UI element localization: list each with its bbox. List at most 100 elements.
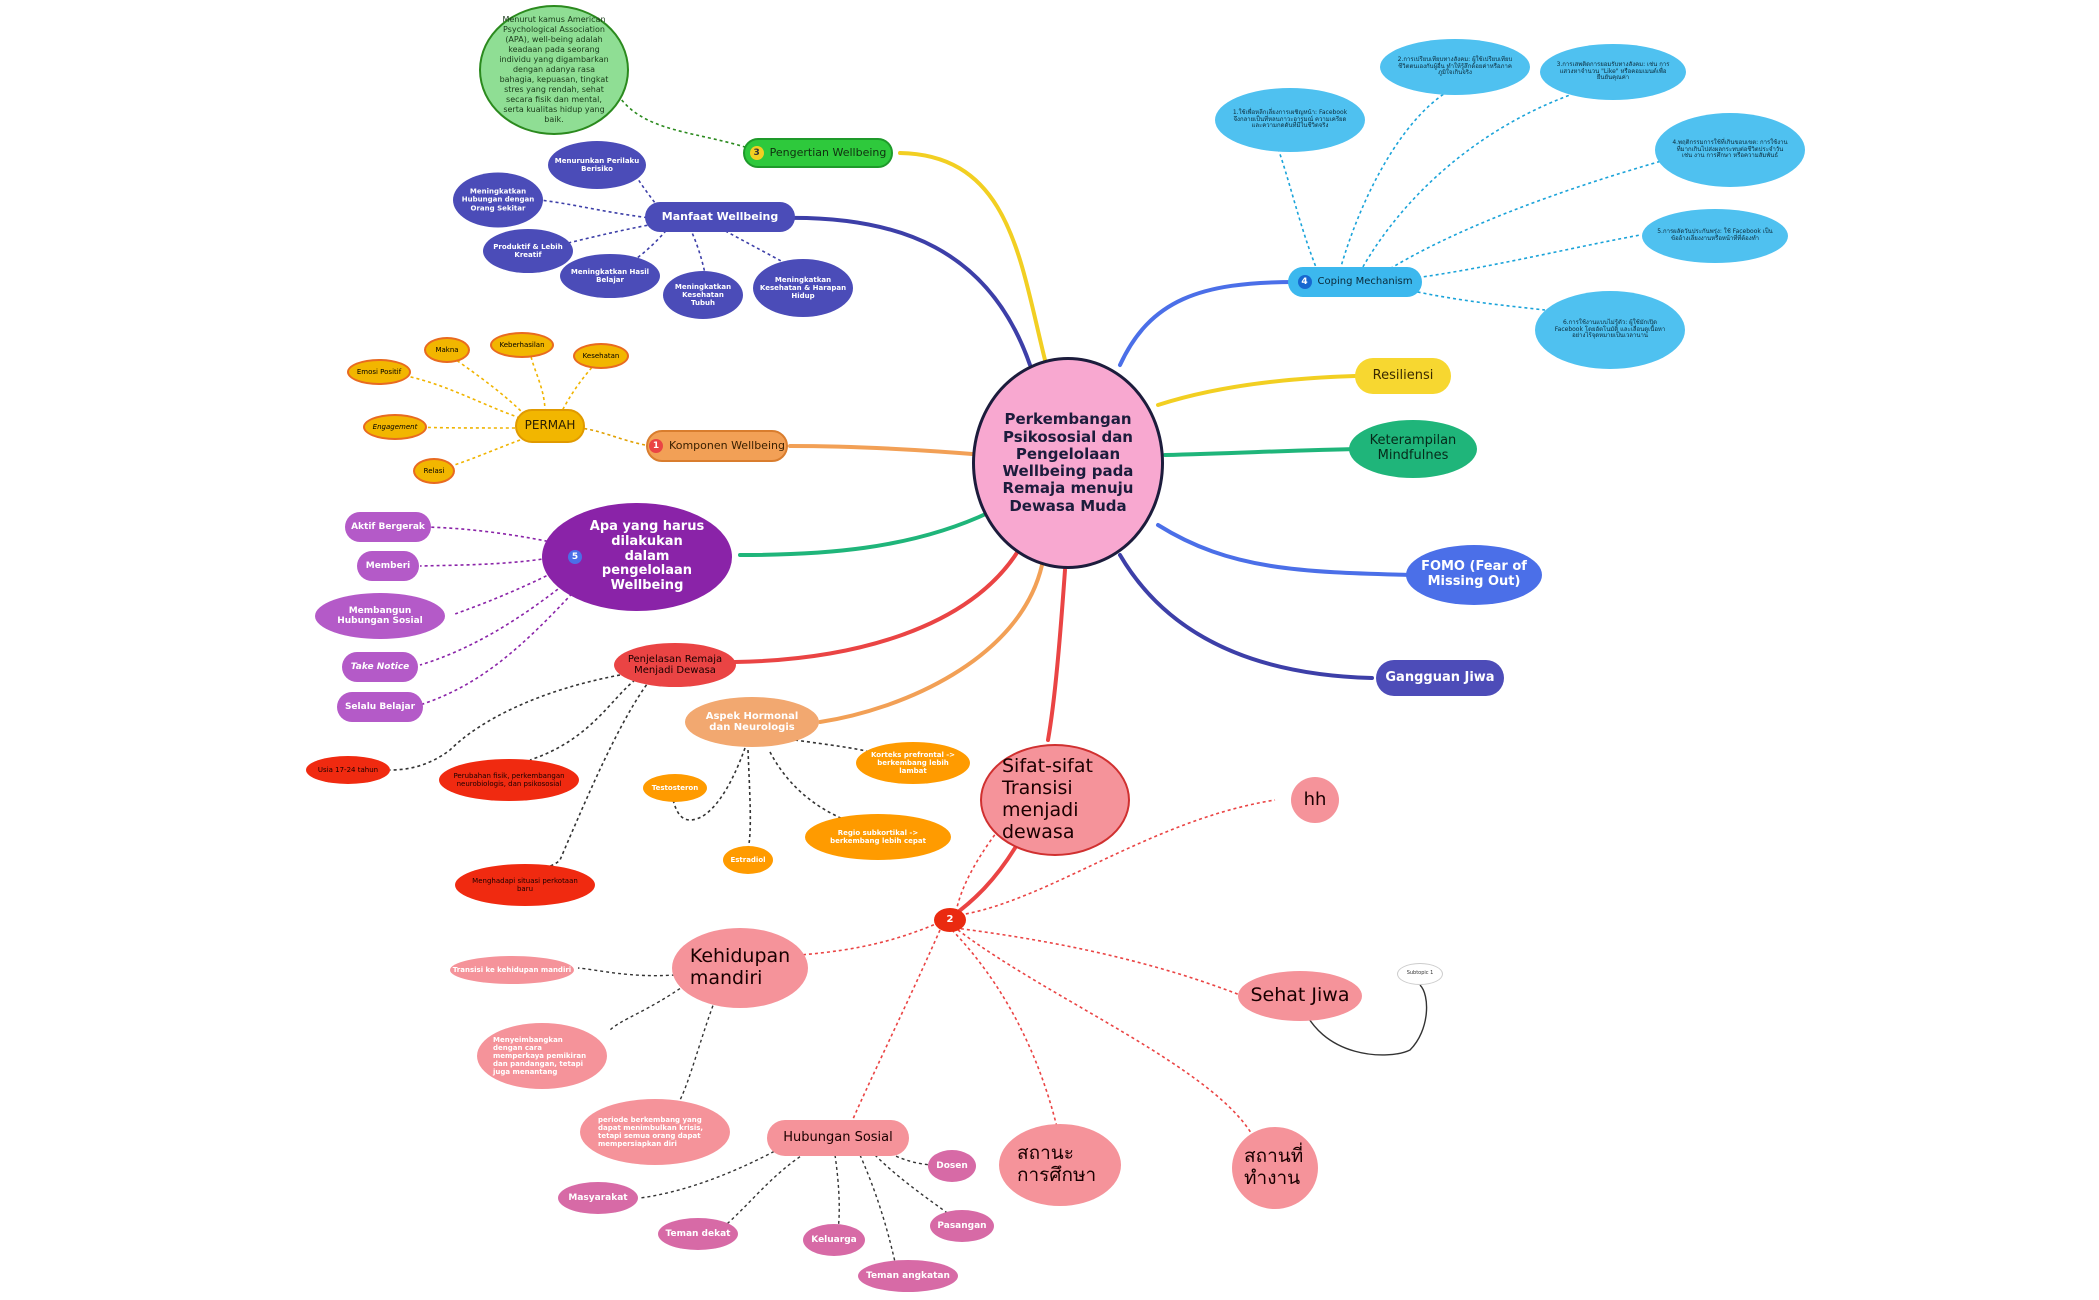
permah-item-makna[interactable]: Makna [424, 337, 470, 363]
item-label: Produktif & Lebih Kreatif [493, 242, 563, 259]
aspek-item-estradiol[interactable]: Estradiol [723, 846, 773, 874]
manfaat-item-1[interactable]: Menurunkan Perilaku Berisiko [548, 141, 646, 189]
manfaat-item-6[interactable]: Meningkatkan Kesehatan & Harapan Hidup [753, 259, 853, 317]
item-label: 6.การใช้งานแบบไม่รู้ตัว: ผู้ใช้มักเปิด F… [1554, 318, 1666, 340]
coping-item-2[interactable]: 2.การเปรียบเทียบทางสังคม: ผู้ใช้เปรียบเท… [1380, 39, 1530, 95]
coping-item-3[interactable]: 3.การเสพติดการยอมรับทางสังคม: เช่น การแส… [1540, 44, 1686, 100]
badge-number: 2 [946, 914, 954, 926]
sifat-node-sehat-jiwa[interactable]: Sehat Jiwa [1238, 971, 1362, 1021]
branch-label: Resiliensi [1372, 367, 1434, 383]
aspek-item-testosteron[interactable]: Testosteron [643, 774, 707, 802]
central-topic-label: Perkembangan Psikososial dan Pengelolaan… [1002, 410, 1134, 515]
item-label: Memberi [365, 560, 411, 571]
item-label: 1.ใช้เพื่อหลีกเลี่ยงการเผชิญหน้า: Facebo… [1232, 108, 1348, 130]
coping-item-5[interactable]: 5.การผลัดวันประกันพรุ่ง: ใช้ Facebook เป… [1642, 209, 1788, 263]
sifat-node-kehidupan[interactable]: Kehidupan mandiri [672, 928, 808, 1008]
pengelolaan-item-selalu-belajar[interactable]: Selalu Belajar [337, 692, 423, 722]
item-label: Transisi ke kehidupan mandiri [452, 965, 572, 974]
branch-node-sifat[interactable]: Sifat-sifat Transisi menjadi dewasa [980, 744, 1130, 856]
item-label: Pasangan [937, 1220, 987, 1231]
branch-node-gangguan-jiwa[interactable]: Gangguan Jiwa [1376, 660, 1504, 696]
hubungan-item-teman-angkatan[interactable]: Teman angkatan [858, 1260, 958, 1292]
coping-item-6[interactable]: 6.การใช้งานแบบไม่รู้ตัว: ผู้ใช้มักเปิด F… [1535, 291, 1685, 369]
penjelasan-item-situasi[interactable]: Menghadapi situasi perkotaan baru [455, 864, 595, 906]
branch-node-coping[interactable]: 4 Coping Mechanism [1288, 267, 1422, 297]
badge-number: 5 [568, 550, 582, 564]
hubungan-item-masyarakat[interactable]: Masyarakat [558, 1182, 638, 1214]
sifat-hub-badge[interactable]: 2 [934, 908, 966, 932]
pengelolaan-item-hubungan-sosial[interactable]: Membangun Hubungan Sosial [315, 593, 445, 639]
manfaat-item-2[interactable]: Meningkatkan Hubungan dengan Orang Sekit… [453, 172, 543, 228]
pengelolaan-item-memberi[interactable]: Memberi [357, 551, 419, 581]
branch-label: Apa yang harus dilakukan dalam pengelola… [589, 518, 705, 594]
permah-node[interactable]: PERMAH [515, 409, 585, 443]
branch-node-komponen[interactable]: 1 Komponen Wellbeing [646, 430, 788, 462]
branch-label: Aspek Hormonal dan Neurologis [705, 710, 799, 734]
item-label: 5.การผลัดวันประกันพรุ่ง: ใช้ Facebook เป… [1657, 228, 1773, 242]
permah-item-relasi[interactable]: Relasi [413, 458, 455, 484]
hubungan-item-pasangan[interactable]: Pasangan [930, 1210, 994, 1242]
manfaat-item-5[interactable]: Meningkatkan Kesehatan Tubuh [663, 271, 743, 319]
permah-item-engagement[interactable]: Engagement [363, 414, 427, 440]
aspek-item-korteks[interactable]: Korteks prefrontal -> berkembang lebih l… [856, 742, 970, 784]
penjelasan-item-perubahan[interactable]: Perubahan fisik, perkembangan neurobiolo… [439, 759, 579, 801]
branch-node-aspek[interactable]: Aspek Hormonal dan Neurologis [685, 697, 819, 747]
item-label: Meningkatkan Hubungan dengan Orang Sekit… [461, 187, 535, 213]
branch-node-manfaat[interactable]: Manfaat Wellbeing [645, 202, 795, 232]
penjelasan-item-usia[interactable]: Usia 17-24 tahun [306, 756, 390, 784]
item-label: Estradiol [730, 855, 766, 864]
hubungan-item-dosen[interactable]: Dosen [928, 1150, 976, 1182]
badge-number: 1 [649, 439, 664, 453]
central-topic[interactable]: Perkembangan Psikososial dan Pengelolaan… [972, 357, 1164, 569]
permah-item-kesehatan[interactable]: Kesehatan [573, 343, 629, 369]
sifat-node-hh[interactable]: hh [1291, 777, 1339, 823]
permah-label: PERMAH [524, 418, 576, 433]
item-label: 3.การเสพติดการยอมรับทางสังคม: เช่น การแส… [1556, 60, 1670, 82]
aspek-item-regio[interactable]: Regio subkortikal -> berkembang lebih ce… [805, 814, 951, 860]
hubungan-item-keluarga[interactable]: Keluarga [803, 1224, 865, 1256]
item-label: 4.พฤติกรรมการใช้ที่เกินขอบเขต: การใช้งาน… [1672, 138, 1788, 160]
sifat-node-kerja[interactable]: สถานที่ทำงาน [1232, 1127, 1318, 1209]
item-label: Korteks prefrontal -> berkembang lebih l… [870, 750, 956, 776]
branch-label: Manfaat Wellbeing [661, 209, 779, 223]
branch-label: Pengertian Wellbeing [769, 145, 887, 159]
item-label: Usia 17-24 tahun [317, 765, 379, 774]
permah-item-emosi-positif[interactable]: Emosi Positif [347, 359, 411, 385]
kehidupan-item-3[interactable]: periode berkembang yang dapat menimbulka… [580, 1099, 730, 1165]
item-label: Teman angkatan [866, 1270, 950, 1281]
item-label: สถานที่ทำงาน [1244, 1145, 1304, 1189]
branch-penjelasan [733, 546, 1022, 664]
branch-node-fomo[interactable]: FOMO (Fear of Missing Out) [1406, 545, 1542, 605]
kehidupan-item-2[interactable]: Menyeimbangkan dengan cara memperkaya pe… [477, 1023, 607, 1089]
branch-node-penjelasan[interactable]: Penjelasan Remaja Menjadi Dewasa [614, 643, 736, 687]
branch-coping [1118, 280, 1297, 367]
branch-node-pengelolaan[interactable]: 5 Apa yang harus dilakukan dalam pengelo… [542, 503, 732, 611]
sifat-node-hubungan[interactable]: Hubungan Sosial [767, 1120, 909, 1156]
manfaat-item-4[interactable]: Meningkatkan Hasil Belajar [560, 254, 660, 298]
item-label: periode berkembang yang dapat menimbulka… [598, 1115, 704, 1149]
coping-item-1[interactable]: 1.ใช้เพื่อหลีกเลี่ยงการเผชิญหน้า: Facebo… [1215, 88, 1365, 152]
manfaat-item-3[interactable]: Produktif & Lebih Kreatif [483, 229, 573, 273]
item-label: 2.การเปรียบเทียบทางสังคม: ผู้ใช้เปรียบเท… [1397, 55, 1513, 77]
branch-node-pengertian[interactable]: 3 Pengertian Wellbeing [743, 138, 893, 168]
permah-item-keberhasilan[interactable]: Keberhasilan [490, 332, 554, 358]
branch-label: Komponen Wellbeing [669, 438, 785, 452]
badge-number: 3 [749, 146, 764, 160]
hubungan-item-teman-dekat[interactable]: Teman dekat [658, 1218, 738, 1250]
sifat-node-sekolah[interactable]: สถานะการศึกษา [999, 1124, 1121, 1206]
branch-node-mindfulnes[interactable]: Keterampilan Mindfulnes [1349, 420, 1477, 478]
pengelolaan-item-take-notice[interactable]: Take Notice [342, 652, 418, 682]
subtopic-node[interactable]: Subtopic 1 [1397, 963, 1443, 985]
branch-pengelolaan [738, 510, 992, 557]
definition-note[interactable]: Menurut kamus American Psychological Ass… [479, 5, 629, 135]
branch-label: Penjelasan Remaja Menjadi Dewasa [627, 653, 723, 677]
kehidupan-item-1[interactable]: Transisi ke kehidupan mandiri [450, 956, 574, 984]
branch-label: Keterampilan Mindfulnes [1369, 433, 1457, 463]
coping-item-4[interactable]: 4.พฤติกรรมการใช้ที่เกินขอบเขต: การใช้งาน… [1655, 113, 1805, 187]
item-label: Makna [435, 345, 459, 354]
item-label: Regio subkortikal -> berkembang lebih ce… [830, 828, 926, 845]
branch-node-resiliensi[interactable]: Resiliensi [1355, 358, 1451, 394]
pengelolaan-item-aktif-bergerak[interactable]: Aktif Bergerak [345, 512, 431, 542]
branch-resiliensi [1156, 374, 1357, 407]
